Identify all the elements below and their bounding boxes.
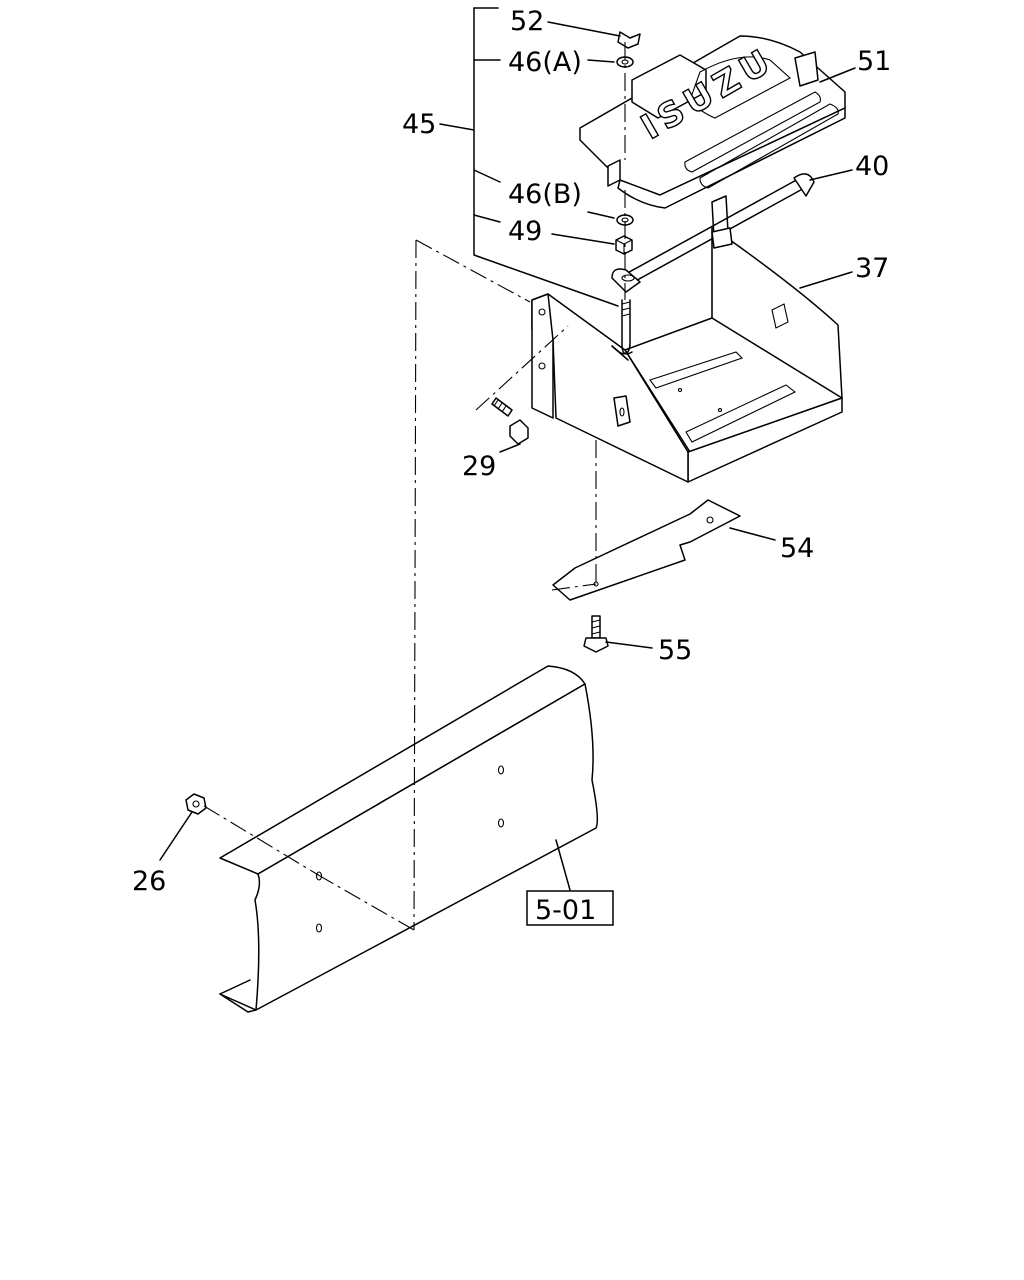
callout-46a: 46(A) xyxy=(508,47,582,78)
rail-hole xyxy=(497,818,505,828)
wing-nut-52 xyxy=(617,31,641,49)
bolt-29 xyxy=(491,397,529,445)
tray-cutout xyxy=(771,303,789,329)
rail-hole xyxy=(315,871,323,881)
bolt-55 xyxy=(583,615,609,653)
nut-26 xyxy=(185,793,207,815)
tray-slot xyxy=(649,351,744,389)
callout-46b: 46(B) xyxy=(508,179,582,210)
callout-26: 26 xyxy=(132,866,166,897)
reference-box-label: 5-01 xyxy=(535,895,596,926)
reference-box xyxy=(526,890,614,926)
hook-bracket xyxy=(613,395,631,427)
callout-29: 29 xyxy=(462,451,496,482)
j-bolt xyxy=(611,299,633,361)
battery-tray xyxy=(531,195,843,483)
callout-51: 51 xyxy=(857,46,891,77)
tray-slot xyxy=(685,384,797,443)
rail-hole xyxy=(315,923,323,933)
callout-54: 54 xyxy=(780,533,814,564)
frame-rail xyxy=(219,665,599,1013)
callout-52: 52 xyxy=(510,6,544,37)
leader-lines xyxy=(159,7,856,891)
callout-40: 40 xyxy=(855,151,889,182)
callout-labels: 52 46(A) 45 46(B) 49 51 40 37 29 54 55 2… xyxy=(132,6,891,926)
battery: ISUZU xyxy=(579,35,846,209)
callout-49: 49 xyxy=(508,216,542,247)
callout-45: 45 xyxy=(402,109,436,140)
callout-37: 37 xyxy=(855,253,889,284)
hold-down-bar xyxy=(611,173,815,293)
callout-55: 55 xyxy=(658,635,692,666)
nut-49 xyxy=(615,235,633,255)
plate-54 xyxy=(552,499,741,601)
battery-terminal-block xyxy=(631,54,707,119)
rail-hole xyxy=(497,765,505,775)
center-lines xyxy=(203,42,626,931)
